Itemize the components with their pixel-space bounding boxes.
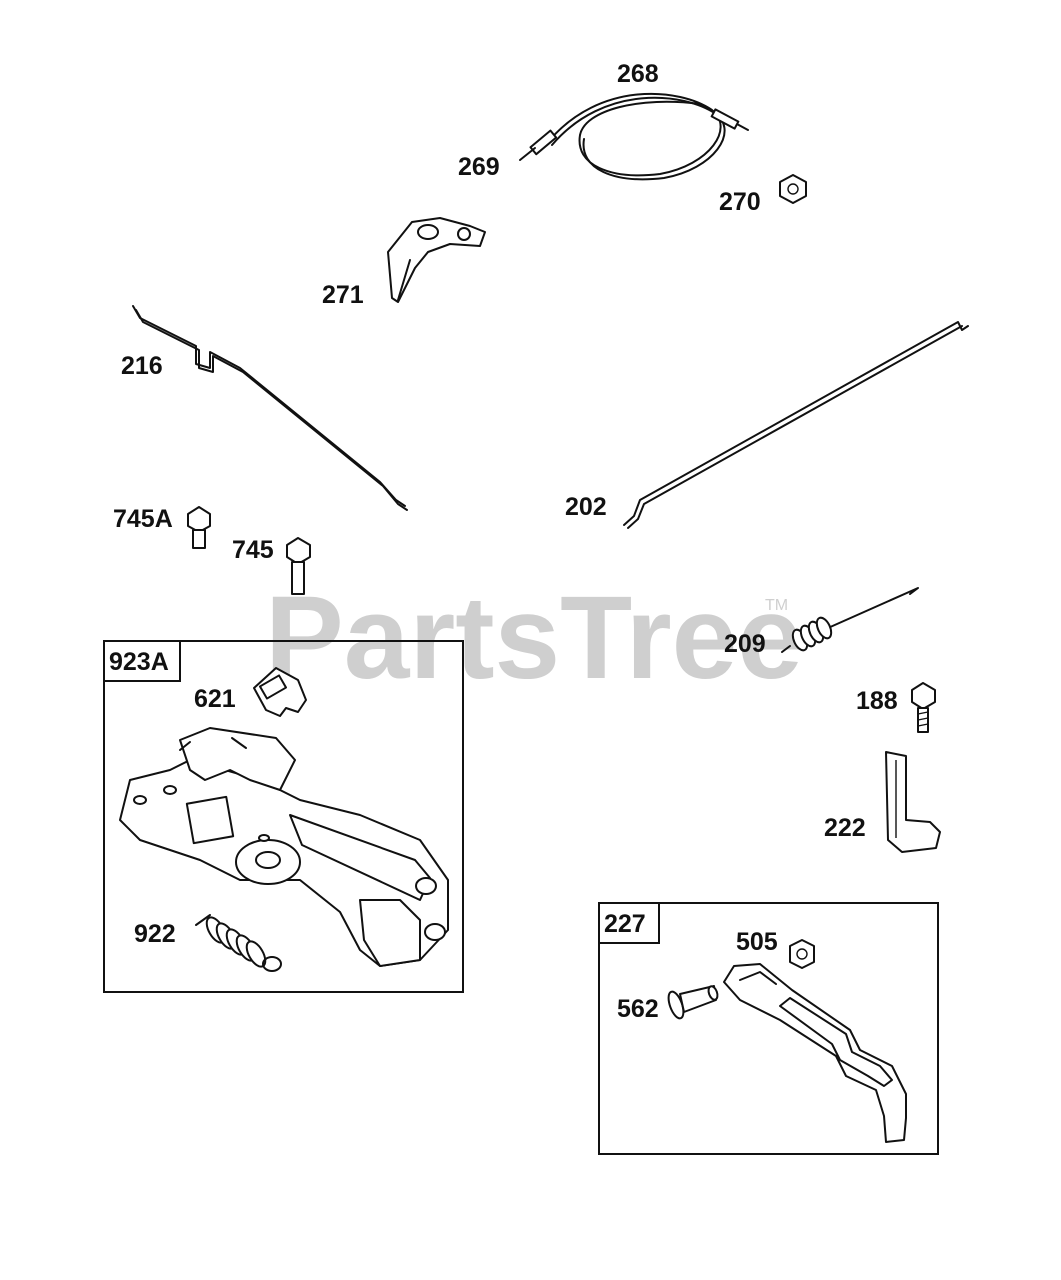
label-745a: 745A <box>113 505 173 533</box>
label-562: 562 <box>617 995 659 1023</box>
part-745a-screw[interactable] <box>187 506 211 549</box>
part-202-link-rod[interactable] <box>623 321 969 529</box>
box-227: 227 <box>598 902 939 1155</box>
label-505: 505 <box>736 928 778 956</box>
label-222: 222 <box>824 814 866 842</box>
part-562-pin[interactable] <box>666 985 720 1020</box>
label-209: 209 <box>724 630 766 658</box>
label-621: 621 <box>194 685 236 713</box>
part-745-screw[interactable] <box>286 537 311 595</box>
label-922: 922 <box>134 920 176 948</box>
label-268: 268 <box>617 60 659 88</box>
part-188-bolt[interactable] <box>911 682 936 733</box>
label-270: 270 <box>719 188 761 216</box>
label-271: 271 <box>322 281 364 309</box>
box-227-label: 227 <box>604 910 646 938</box>
box-923a: 923A <box>103 640 464 993</box>
part-505-nut[interactable] <box>789 939 815 969</box>
part-268-cable[interactable] <box>519 92 749 181</box>
part-271-cable-clamp[interactable] <box>387 217 486 303</box>
part-227-control-lever[interactable] <box>723 963 907 1143</box>
label-269: 269 <box>458 153 500 181</box>
label-202: 202 <box>565 493 607 521</box>
part-621-clip[interactable] <box>253 667 307 717</box>
label-745: 745 <box>232 536 274 564</box>
label-188: 188 <box>856 687 898 715</box>
part-216-governor-link[interactable] <box>132 305 408 511</box>
part-270-nut[interactable] <box>779 174 807 204</box>
watermark-trademark: TM <box>765 597 788 614</box>
part-209-governor-spring[interactable] <box>781 587 919 653</box>
label-216: 216 <box>121 352 163 380</box>
watermark-text: PartsTree <box>265 572 803 704</box>
part-922-spring[interactable] <box>195 914 282 972</box>
part-923a-control-assembly[interactable] <box>119 727 449 967</box>
part-222-bracket[interactable] <box>885 751 941 853</box>
box-923a-label: 923A <box>109 648 169 676</box>
